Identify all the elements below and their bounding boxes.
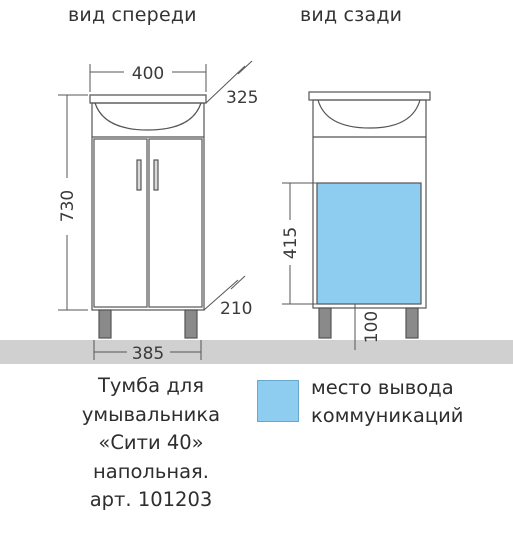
back-basin-bowl — [317, 99, 421, 129]
dim-label-opening-height: 415 — [281, 227, 301, 259]
dim-label-top-width: 400 — [132, 64, 164, 84]
dim-label-top-depth: 325 — [226, 88, 258, 108]
front-right-leg — [184, 309, 198, 339]
caption-line-3: «Сити 40» — [98, 431, 204, 455]
floor-strip — [0, 340, 513, 364]
front-view-title: вид спереди — [68, 4, 197, 26]
front-cabinet-body — [91, 102, 205, 311]
dim-210-tick — [230, 275, 246, 290]
back-communications-opening — [316, 182, 422, 305]
legend-label: место вывода коммуникаций — [311, 374, 463, 430]
dim-label-opening-offset: 100 — [362, 311, 382, 343]
right-door-handle — [153, 159, 159, 191]
front-basin-bowl — [94, 102, 202, 131]
front-left-leg — [98, 309, 112, 339]
caption-line-2: умывальника — [81, 402, 221, 426]
dim-label-height: 730 — [58, 190, 78, 222]
legend-line-1: место вывода — [311, 376, 454, 399]
dim-210-diagonal — [203, 279, 239, 311]
caption-line-1: Тумба для — [97, 374, 204, 397]
back-top-rim — [308, 91, 431, 101]
dim-label-base-width: 385 — [132, 344, 164, 364]
left-door-handle — [136, 159, 142, 191]
back-right-leg — [405, 307, 419, 339]
dim-325-diagonal — [205, 65, 246, 104]
back-left-leg — [318, 307, 332, 339]
product-caption: Тумба для умывальника «Сити 40» напольна… — [66, 372, 236, 515]
back-cabinet-body — [312, 99, 427, 309]
legend-swatch — [257, 380, 299, 422]
legend-line-2: коммуникаций — [311, 404, 464, 427]
front-left-door — [93, 138, 148, 308]
front-view — [89, 94, 207, 339]
caption-line-4: напольная. — [93, 459, 209, 483]
back-view — [308, 91, 431, 339]
back-view-title: вид сзади — [300, 4, 403, 26]
front-right-door — [148, 138, 203, 308]
dim-label-base-depth: 210 — [220, 299, 252, 319]
caption-line-5: арт. 101203 — [89, 488, 213, 512]
dim-325-tick — [237, 60, 253, 75]
front-basin-rim — [89, 94, 207, 104]
